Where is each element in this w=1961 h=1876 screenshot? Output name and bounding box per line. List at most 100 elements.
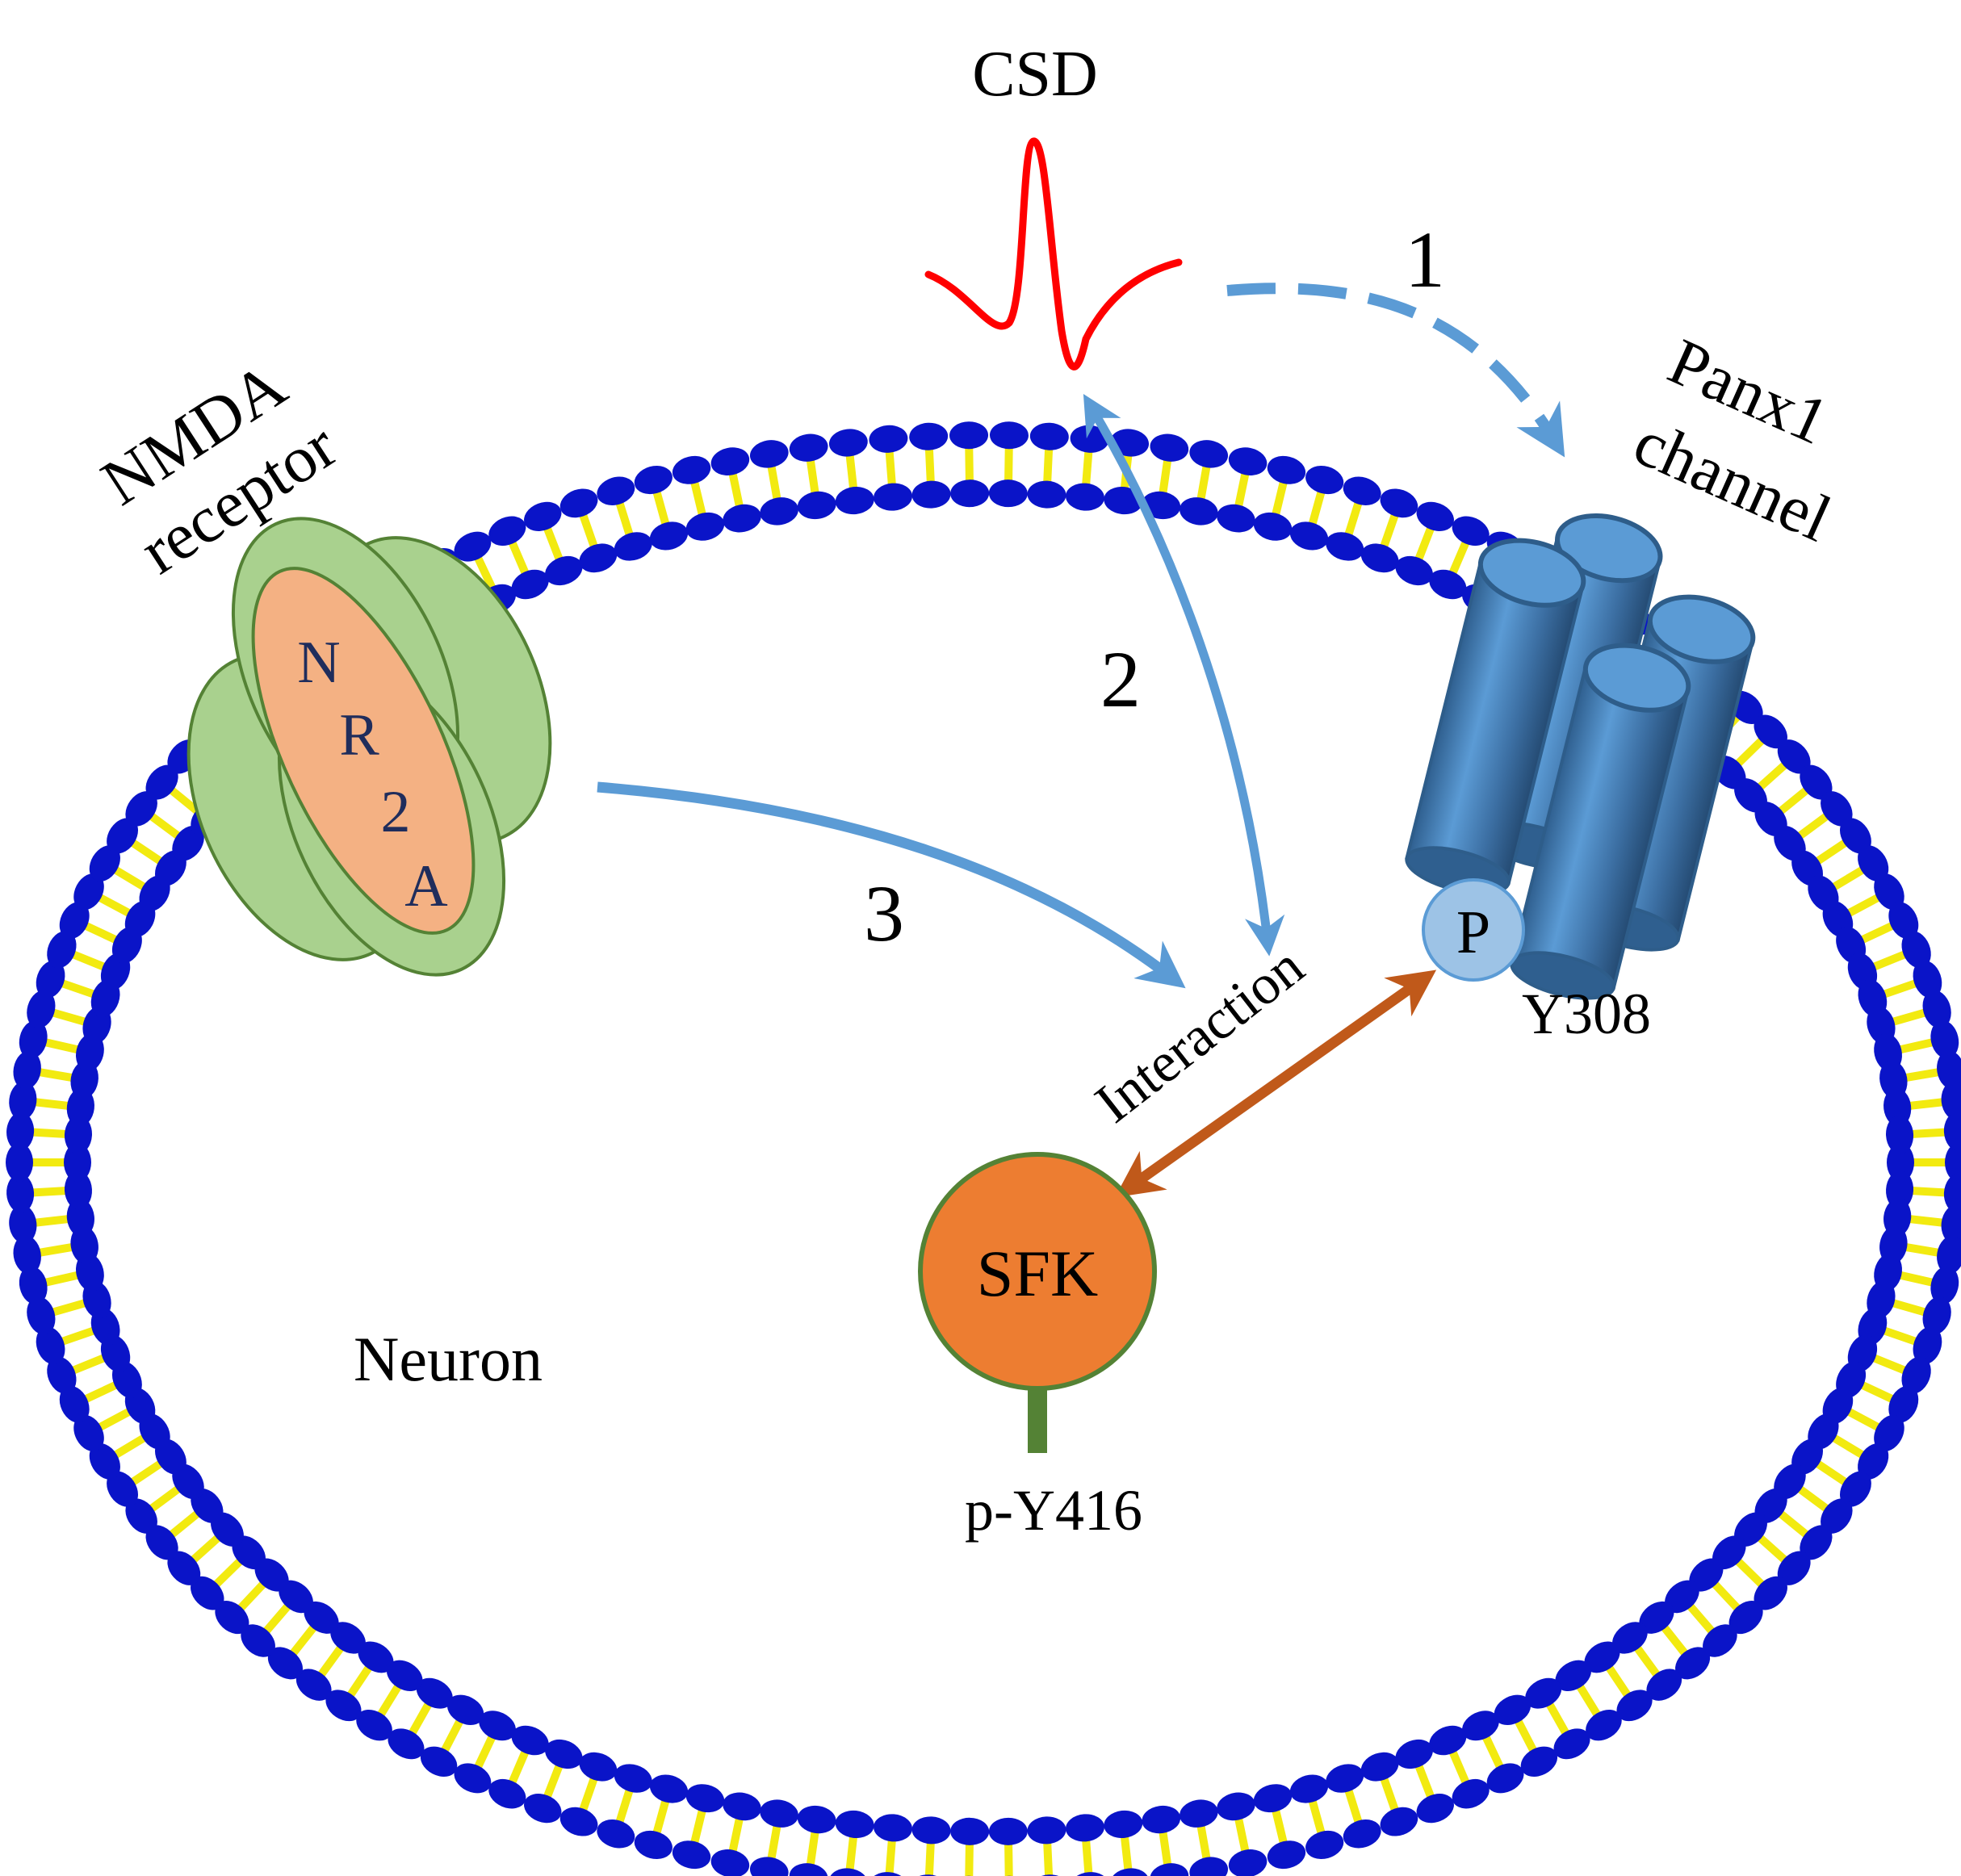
lipid-head — [524, 501, 562, 531]
lipid-tail — [1514, 1718, 1538, 1754]
csd-wave-icon — [924, 137, 1183, 371]
lipid-head — [1930, 1266, 1959, 1304]
lipid-tail — [1910, 1186, 1947, 1197]
lipid-head — [1777, 739, 1811, 774]
lipid-head — [828, 1868, 868, 1876]
lipid-head — [191, 1576, 224, 1610]
lipid-head — [1553, 1728, 1590, 1760]
lipid-tail — [168, 1510, 201, 1539]
lipid-head — [232, 1535, 266, 1570]
lipid-tail — [1871, 950, 1908, 971]
lipid-head — [356, 1709, 392, 1741]
lipid-head — [64, 1115, 92, 1154]
lipid-head — [1612, 1622, 1648, 1654]
lipid-head — [59, 1385, 90, 1423]
lipid-head — [672, 1840, 711, 1870]
lipid-head — [1913, 960, 1942, 999]
lipid-head — [911, 1816, 951, 1845]
lipid-head — [649, 1774, 689, 1803]
lipid-tail — [1120, 1835, 1133, 1872]
sfk-kinase-icon — [918, 1152, 1157, 1391]
lipid-head — [89, 1443, 120, 1480]
lipid-head — [1027, 480, 1066, 509]
lipid-head — [107, 1471, 139, 1507]
lipid-head — [107, 818, 139, 854]
lipid-head — [1380, 1807, 1418, 1836]
lipid-tail — [148, 1484, 182, 1513]
lipid-tail — [97, 893, 132, 918]
lipid-head — [797, 491, 836, 520]
lipid-tail — [473, 1734, 497, 1770]
lipid-head — [295, 1669, 332, 1701]
step-3-label: 3 — [864, 869, 904, 958]
lipid-head — [634, 1830, 673, 1860]
nr2a-letter-2: 2 — [381, 779, 411, 845]
lipid-tail — [1271, 1808, 1288, 1845]
lipid-head — [789, 1863, 828, 1876]
lipid-head — [1665, 1580, 1699, 1614]
lipid-tail — [212, 1557, 244, 1589]
lipid-tail — [1796, 1484, 1830, 1513]
lipid-tail — [37, 1242, 74, 1258]
lipid-head — [1326, 1764, 1364, 1793]
lipid-head — [749, 1857, 789, 1876]
lipid-head — [1839, 818, 1871, 854]
lipid-head — [1343, 476, 1381, 505]
lipid-head — [1858, 1443, 1889, 1480]
lipid-head — [835, 486, 874, 515]
lipid-tail — [31, 1186, 68, 1197]
lipid-head — [1930, 1020, 1959, 1059]
lipid-tail — [1908, 1098, 1945, 1111]
nr2a-letter-a: A — [404, 853, 447, 919]
lipid-tail — [1846, 1407, 1881, 1432]
lipid-tail — [346, 1664, 373, 1698]
lipid-head — [89, 845, 120, 882]
lipid-head — [1703, 1624, 1737, 1657]
panx1-channel-icon — [1405, 513, 1756, 1000]
lipid-tail — [82, 1380, 119, 1404]
lipid-head — [19, 1266, 48, 1304]
lipid-tail — [1777, 786, 1810, 815]
lipid-tail — [652, 1799, 670, 1836]
lipid-head — [760, 497, 798, 526]
lipid-head — [710, 1849, 750, 1876]
lipid-head — [559, 488, 598, 518]
lipid-tail — [408, 1701, 433, 1736]
lipid-tail — [845, 1835, 858, 1872]
lipid-tail — [845, 453, 858, 490]
lipid-head — [1150, 1863, 1189, 1876]
lipid-head — [1639, 1601, 1674, 1634]
lipid-head — [1913, 1326, 1942, 1365]
lipid-head — [330, 1622, 366, 1654]
lipid-tail — [578, 512, 598, 549]
lipid-head — [47, 931, 77, 969]
step-2-label: 2 — [1100, 634, 1141, 724]
lipid-head — [634, 465, 673, 495]
lipid-tail — [1881, 1326, 1918, 1346]
lipid-head — [1462, 1711, 1499, 1741]
py416-label: p-Y416 — [965, 1478, 1142, 1543]
lipid-tail — [1344, 500, 1363, 538]
lipid-head — [1941, 1204, 1961, 1244]
lipid-head — [388, 1728, 425, 1760]
lipid-head — [988, 1817, 1028, 1845]
lipid-tail — [1796, 812, 1830, 840]
lipid-head — [911, 480, 951, 509]
lipid-head — [909, 422, 949, 450]
lipid-head — [73, 873, 104, 911]
lipid-tail — [924, 447, 935, 484]
lipid-head — [1689, 1558, 1724, 1592]
lipid-tail — [1043, 447, 1054, 484]
lipid-tail — [1380, 1776, 1400, 1813]
lipid-head — [13, 1050, 41, 1090]
lipid-head — [1110, 1868, 1150, 1876]
lipid-head — [1941, 1081, 1961, 1120]
lipid-head — [797, 1805, 836, 1834]
lipid-tail — [112, 865, 148, 891]
lipid-head — [1253, 1784, 1293, 1813]
lipid-head — [1305, 465, 1344, 495]
lipid-tail — [289, 1623, 318, 1657]
lipid-tail — [440, 1718, 464, 1754]
